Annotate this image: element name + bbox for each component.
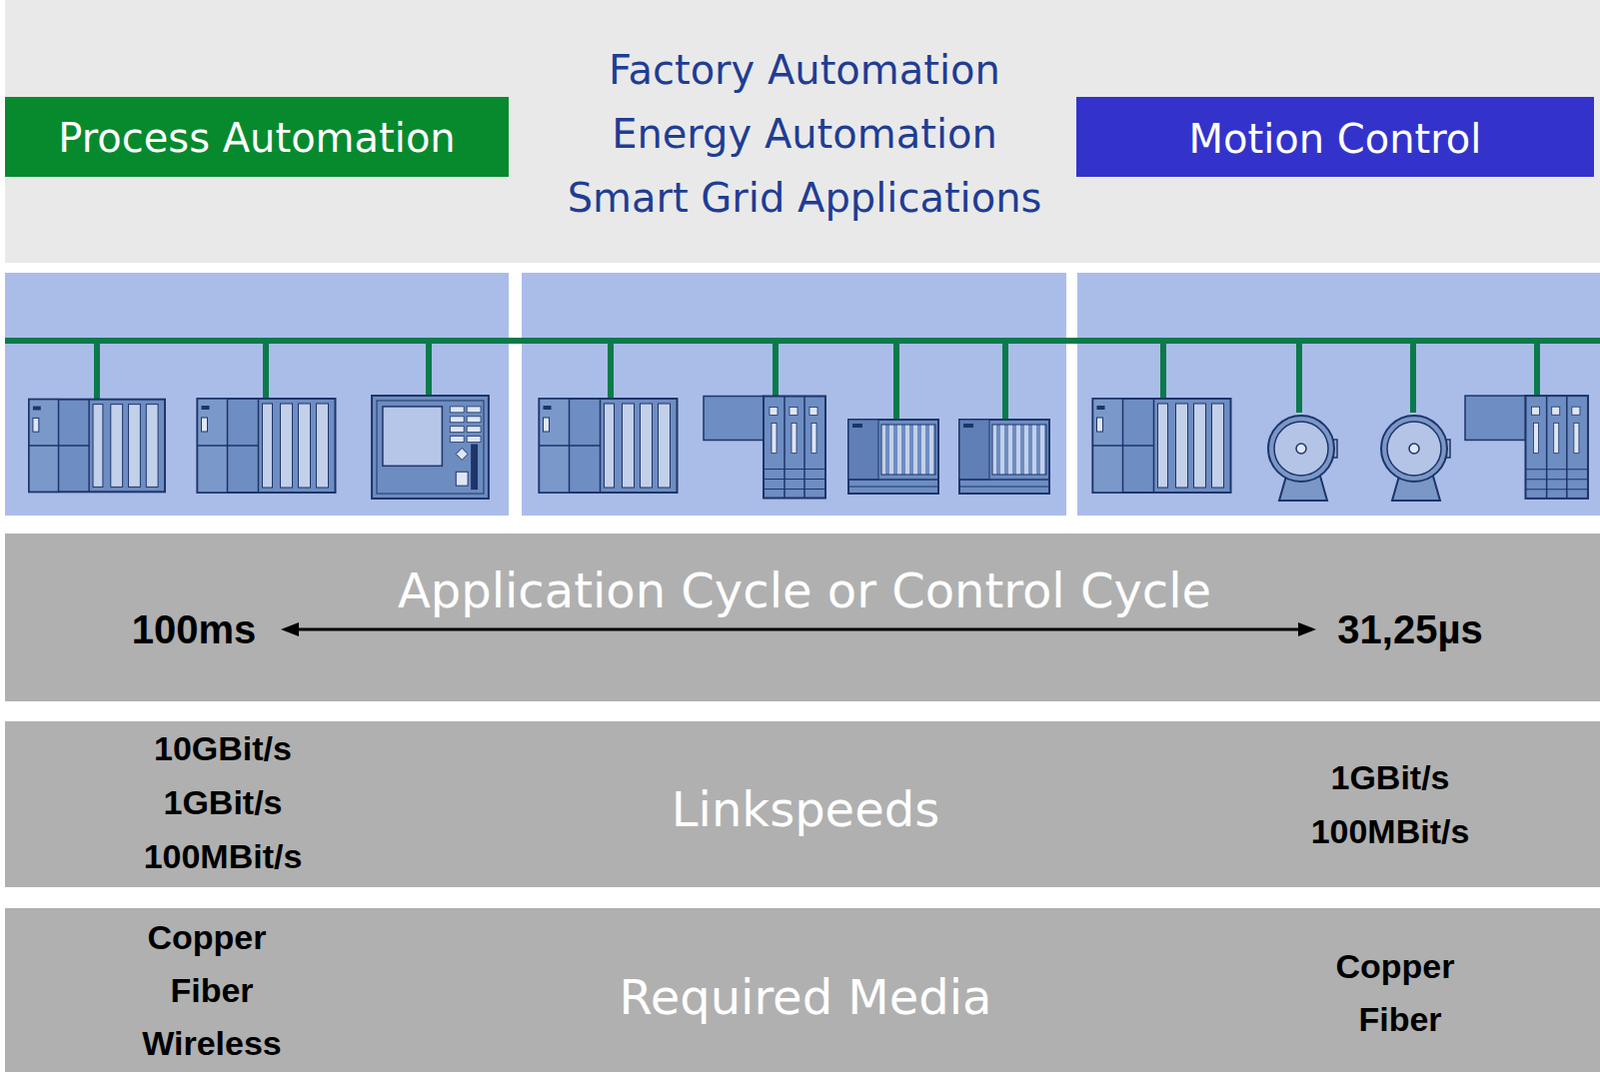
info-band: Application Cycle or Control Cycle 100ms 3… xyxy=(4,533,1600,702)
plc-symbol xyxy=(197,398,336,493)
device-panels xyxy=(1077,272,1600,516)
range-arrow xyxy=(280,622,299,637)
io-module-symbol xyxy=(703,396,826,499)
value-label: 100MBit/s xyxy=(1311,813,1471,851)
info-band: Required Media CopperFiberWireless CopperF… xyxy=(4,908,1600,1072)
info-band: Linkspeeds 10GBit/s 1GBit/s 100MBit/s 1GBit/… xyxy=(4,721,1600,888)
bus-line xyxy=(425,340,432,396)
category-label: Factory Automation xyxy=(608,47,1001,92)
value-label: Wireless xyxy=(141,1025,282,1063)
bus-line xyxy=(1002,340,1009,420)
plc-symbol xyxy=(1093,398,1232,493)
plc-symbol xyxy=(539,398,678,493)
bus-line xyxy=(772,340,779,396)
bus-line xyxy=(893,340,900,420)
bus-line xyxy=(1410,340,1417,413)
device-panels xyxy=(4,272,1600,516)
category-box: Process Automation xyxy=(4,96,509,177)
motor-symbol xyxy=(1268,415,1338,501)
rack-symbol xyxy=(848,419,939,494)
value-label: 10GBit/s xyxy=(153,730,292,768)
value-label: 1GBit/s xyxy=(162,784,282,822)
device-panels xyxy=(4,272,509,516)
motor-symbol xyxy=(1381,415,1451,501)
value-label: Fiber xyxy=(1358,1001,1442,1039)
bus-line xyxy=(607,340,614,399)
value-label: Copper xyxy=(147,919,267,957)
bus-line xyxy=(4,337,1600,344)
band-title: Linkspeeds xyxy=(671,783,940,837)
category-label: Motion Control xyxy=(1189,116,1483,161)
hmi-symbol xyxy=(371,395,489,499)
bus-line xyxy=(1296,340,1303,413)
bus-line xyxy=(1160,340,1167,399)
value-label: 100ms xyxy=(131,607,257,652)
value-label: Fiber xyxy=(169,972,253,1010)
devices xyxy=(28,395,1589,501)
category-label: Process Automation xyxy=(57,115,455,160)
band-title: Required Media xyxy=(618,971,992,1025)
header-band: Factory AutomationEnergy AutomationSmart… xyxy=(4,0,1600,263)
category-box: Motion Control xyxy=(1076,96,1595,177)
bus-line xyxy=(1534,340,1541,396)
value-label: 1GBit/s xyxy=(1330,759,1450,797)
value-label: Copper xyxy=(1336,948,1456,986)
category-label: Energy Automation xyxy=(611,111,998,156)
bus-line xyxy=(262,340,269,399)
io-module-symbol xyxy=(1465,395,1589,499)
rack-symbol xyxy=(959,419,1050,494)
value-label: 31,25µs xyxy=(1337,607,1483,652)
band-title: Application Cycle or Control Cycle xyxy=(397,564,1212,618)
value-label: 100MBit/s xyxy=(143,838,303,876)
bus-line xyxy=(93,340,100,399)
plc-symbol xyxy=(28,399,165,493)
device-panels xyxy=(521,272,1067,516)
category-label: Smart Grid Applications xyxy=(567,175,1043,220)
range-arrow xyxy=(294,628,1303,632)
range-arrow xyxy=(1298,622,1317,637)
